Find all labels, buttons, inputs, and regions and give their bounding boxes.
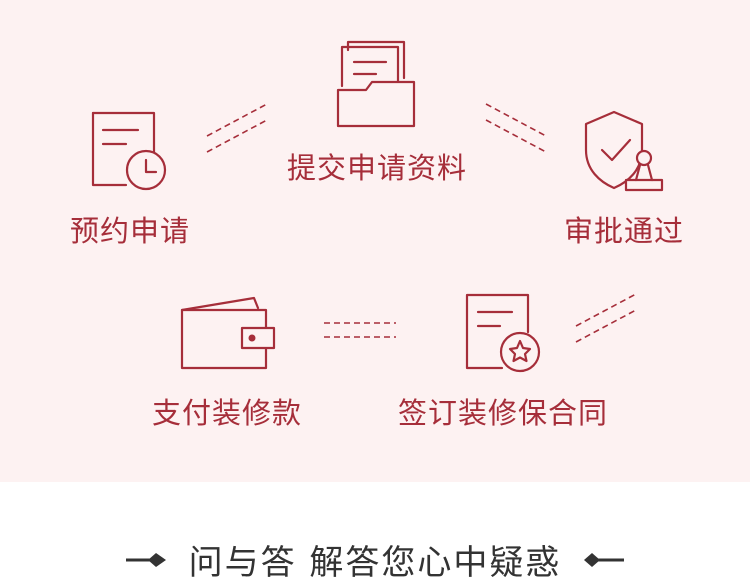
step-label: 支付装修款: [152, 396, 303, 430]
connector-dashes: [206, 103, 268, 153]
shield-check-user-icon: [584, 110, 664, 192]
process-panel: 预约申请 提交申请资料: [0, 0, 750, 482]
connector-dashes: [485, 103, 547, 153]
document-clock-icon: [91, 111, 167, 191]
left-diamond-line-icon: [125, 552, 166, 567]
step-label: 签订装修保合同: [398, 396, 609, 430]
right-diamond-line-icon: [584, 552, 625, 567]
connector-dashes: [324, 322, 396, 338]
faq-title-text: 问与答 解答您心中疑惑: [188, 543, 562, 583]
certificate-star-icon: [465, 293, 541, 373]
step-label: 预约申请: [70, 214, 191, 248]
step-label: 提交申请资料: [287, 151, 468, 185]
folder-documents-icon: [336, 40, 416, 128]
faq-heading: 问与答 解答您心中疑惑: [0, 535, 750, 584]
step-label: 审批通过: [564, 214, 685, 248]
wallet-icon: [180, 296, 276, 370]
connector-dashes: [575, 293, 637, 343]
